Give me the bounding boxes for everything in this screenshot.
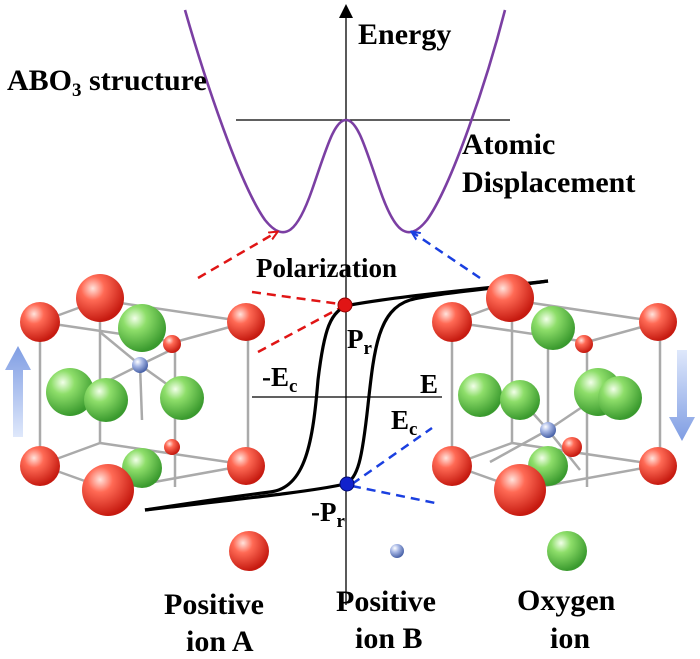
positive-ion-a bbox=[163, 335, 181, 353]
legend-positive-ion-b-ball bbox=[390, 544, 404, 558]
legend-oxygen-ion-line1: Oxygen bbox=[517, 584, 616, 617]
oxygen-ion bbox=[84, 378, 128, 422]
positive-ion-a bbox=[486, 274, 534, 322]
coercive-field-positive-label: Ec bbox=[391, 405, 418, 440]
atomic-displacement-label-line1: Atomic bbox=[462, 128, 556, 161]
energy-arrowhead bbox=[339, 4, 353, 18]
positive-ion-a bbox=[639, 447, 677, 485]
hysteresis-plot bbox=[144, 279, 549, 512]
legend-positive-ion-b-line1: Positive bbox=[336, 585, 436, 618]
energy-axis-label: Energy bbox=[358, 18, 452, 51]
oxygen-ion bbox=[500, 380, 540, 420]
positive-ion-b bbox=[540, 422, 556, 438]
oxygen-ion bbox=[118, 304, 166, 352]
remanent-polarization-negative-dot bbox=[339, 476, 355, 492]
legend-positive-ion-a-line2: ion A bbox=[186, 625, 254, 658]
legend-oxygen-ion-ball bbox=[547, 531, 587, 571]
legend-positive-ion-b-line2: ion B bbox=[355, 622, 423, 655]
positive-ion-a bbox=[20, 446, 60, 486]
polarization-axis-label: Polarization bbox=[256, 253, 397, 283]
oxygen-ion bbox=[160, 376, 204, 420]
left-perovskite-cell bbox=[20, 274, 265, 516]
oxygen-ion bbox=[531, 306, 575, 350]
positive-ion-a bbox=[164, 439, 180, 455]
positive-ion-a bbox=[76, 274, 124, 322]
oxygen-ion bbox=[458, 373, 502, 417]
positive-ion-a bbox=[432, 302, 472, 342]
structure-title: ABO3 structure bbox=[7, 64, 207, 101]
legend-positive-ion-a-line1: Positive bbox=[164, 588, 264, 621]
polarization-down-arrow-icon bbox=[669, 350, 695, 441]
hysteresis-upper-branch bbox=[144, 279, 549, 512]
positive-ion-a bbox=[562, 437, 582, 457]
guide-arrows bbox=[197, 232, 481, 506]
oxygen-ion bbox=[122, 448, 162, 488]
positive-ion-a bbox=[20, 302, 60, 342]
positive-ion-a bbox=[227, 447, 265, 485]
positive-ion-a bbox=[494, 464, 546, 516]
positive-ion-a bbox=[575, 335, 593, 353]
positive-ion-a bbox=[82, 464, 134, 516]
hysteresis-lower-branch bbox=[144, 279, 549, 512]
positive-ion-b bbox=[132, 357, 148, 373]
legend-oxygen-ion-line2: ion bbox=[550, 622, 591, 655]
double-well-curve bbox=[183, 9, 507, 234]
electric-field-axis-label: E bbox=[420, 369, 439, 399]
coercive-field-negative-label: -Ec bbox=[262, 362, 298, 397]
polarization-up-arrow-icon bbox=[5, 346, 31, 437]
red-dashed-line-lower bbox=[257, 306, 341, 354]
right-perovskite-cell bbox=[432, 274, 677, 516]
positive-ion-a bbox=[432, 446, 472, 486]
positive-ion-a bbox=[227, 303, 265, 341]
oxygen-ion bbox=[598, 376, 642, 420]
blue-dashed-line-lower bbox=[351, 484, 441, 506]
oxygen-ion bbox=[46, 368, 94, 416]
legend-positive-ion-a-ball bbox=[229, 531, 269, 571]
red-dashed-arrow-to-left-well bbox=[197, 232, 277, 280]
remanent-polarization-positive-dot bbox=[337, 297, 353, 313]
remanent-polarization-positive-label: Pr bbox=[347, 324, 372, 359]
blue-dashed-arrow-to-right-well bbox=[412, 232, 481, 280]
atomic-displacement-label-line2: Displacement bbox=[462, 166, 636, 199]
blue-dashed-line-upper bbox=[351, 426, 433, 486]
positive-ion-a bbox=[639, 303, 677, 341]
remanent-polarization-negative-label: -Pr bbox=[311, 497, 345, 532]
red-dashed-line-upper bbox=[251, 290, 341, 306]
